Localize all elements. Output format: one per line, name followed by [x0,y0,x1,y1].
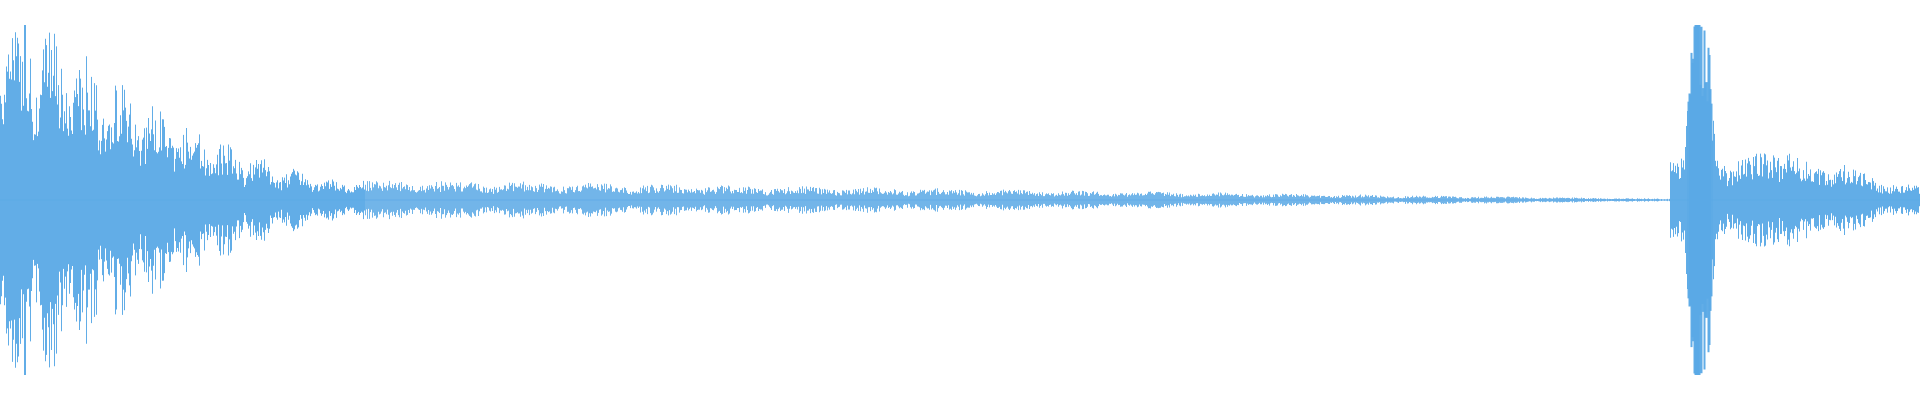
waveform-lines [0,25,1920,375]
